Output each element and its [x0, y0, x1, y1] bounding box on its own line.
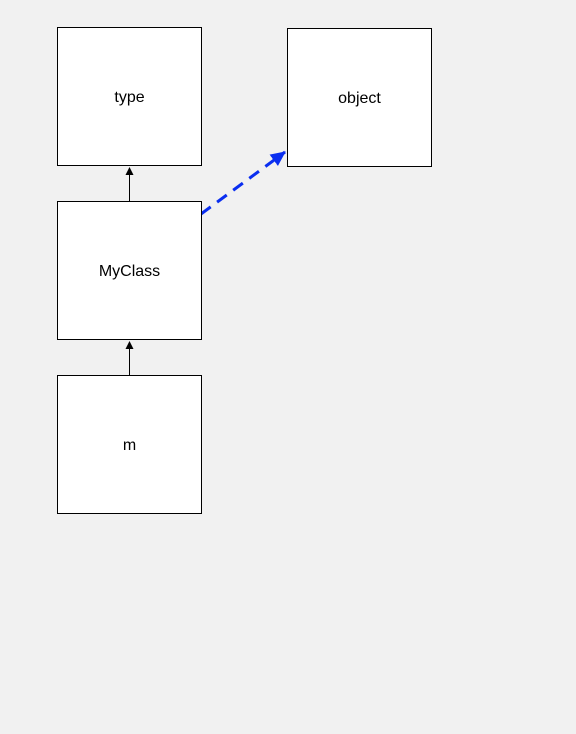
edge-myclass-to-object [200, 150, 286, 216]
node-type-box [57, 27, 202, 166]
node-m-label: m [123, 437, 136, 454]
node-object-box [287, 28, 432, 167]
node-type-label: type [114, 89, 144, 106]
node-object-label: object [338, 90, 381, 107]
node-object: object [287, 28, 432, 167]
node-m-box [57, 375, 202, 514]
node-myclass-label: MyClass [99, 263, 160, 280]
node-m: m [57, 375, 202, 514]
node-myclass-box [57, 201, 202, 340]
node-myclass: MyClass [57, 201, 202, 340]
node-type: type [57, 27, 202, 166]
edges-group [125, 150, 286, 375]
